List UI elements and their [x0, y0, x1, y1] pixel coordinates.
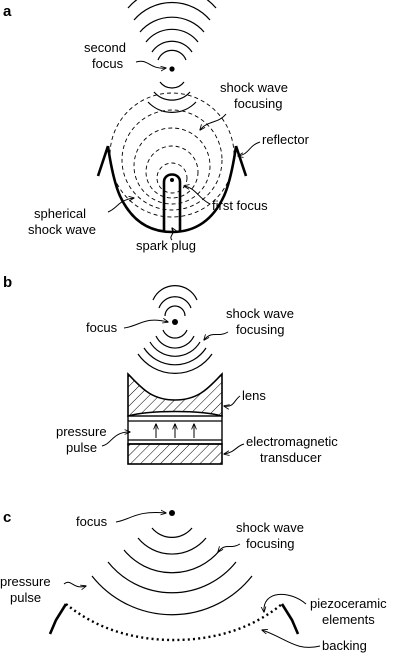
- panel-a-wave-arcs-top: [127, 0, 217, 61]
- panel-b-pulse-arrows: [156, 424, 194, 438]
- panel-c: c focus shock wave focusing pressure pul…: [0, 509, 387, 653]
- panel-b-label-pulse: pulse: [66, 440, 97, 455]
- panel-b-label-pressure: pressure: [56, 424, 107, 439]
- panel-b-wave-arcs-bottom: [137, 329, 213, 374]
- panel-c-transducer-edge-right: [280, 603, 300, 635]
- panel-a-label-focus: focus: [92, 56, 124, 71]
- panel-a-label-shock-wave: shock wave: [220, 80, 288, 95]
- panel-b-focus-dot: [172, 319, 178, 325]
- panel-c-label-piezoceramic: piezoceramic: [310, 596, 387, 611]
- panel-c-transducer-edge-left: [48, 603, 68, 635]
- panel-b-lens: [127, 372, 223, 418]
- panel-b-label-electromagnetic: electromagnetic: [246, 434, 338, 449]
- panel-c-label-focus: focus: [76, 514, 108, 529]
- panel-a-letter: a: [3, 3, 12, 20]
- panel-b-label-focus: focus: [86, 320, 118, 335]
- panel-a: a second focus: [3, 0, 310, 253]
- panel-b-label-transducer: transducer: [260, 450, 322, 465]
- panel-b-wave-arcs-top: [152, 284, 198, 317]
- panel-b: b focus shock wa: [3, 274, 338, 465]
- panel-b-transducer: [127, 443, 223, 465]
- panel-c-label-pressure: pressure: [0, 574, 51, 589]
- panel-a-label-reflector: reflector: [262, 132, 310, 147]
- panel-c-label-elements: elements: [322, 612, 375, 627]
- panel-a-spark-plug: [162, 173, 182, 232]
- panel-a-wave-arcs-bottom: [147, 81, 197, 113]
- panel-c-focus-dot: [169, 510, 175, 516]
- panel-b-label-focusing: focusing: [236, 322, 284, 337]
- panel-c-letter: c: [3, 509, 11, 526]
- panel-c-label-backing: backing: [322, 638, 367, 653]
- panel-a-label-spherical: spherical: [34, 206, 86, 221]
- panel-c-label-focusing: focusing: [246, 536, 294, 551]
- panel-a-label-first-focus: first focus: [212, 198, 268, 213]
- panel-c-label-pulse: pulse: [10, 590, 41, 605]
- panel-a-label-spark-plug: spark plug: [136, 238, 196, 253]
- panel-c-wave-arcs: [91, 527, 253, 616]
- panel-a-second-focus-dot: [169, 66, 175, 72]
- panel-a-label-focusing: focusing: [234, 96, 282, 111]
- panel-c-label-shock-wave: shock wave: [236, 520, 304, 535]
- panel-b-label-lens: lens: [242, 388, 266, 403]
- panel-b-label-shock-wave: shock wave: [226, 306, 294, 321]
- panel-a-first-focus-dot: [170, 178, 174, 182]
- panel-a-label-spherical-shock-wave: shock wave: [28, 222, 96, 237]
- panel-a-label-second: second: [84, 40, 126, 55]
- panel-b-letter: b: [3, 274, 12, 291]
- panel-c-piezo-backing: [65, 603, 283, 642]
